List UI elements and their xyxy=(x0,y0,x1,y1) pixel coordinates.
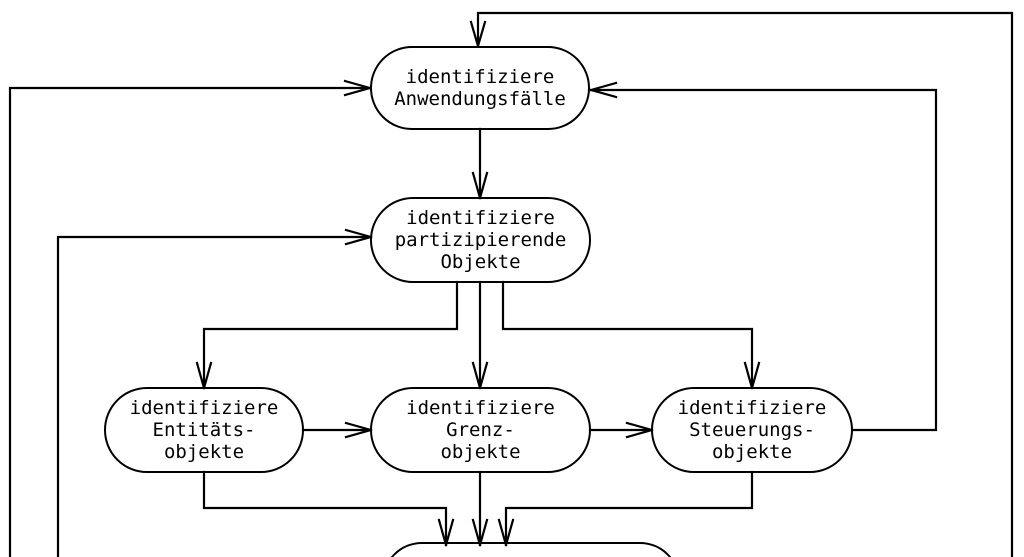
node-label-line: objekte xyxy=(163,441,245,463)
node-label-line: identifiziere xyxy=(406,207,555,229)
node-identify-entity-objects: identifiziere Entitäts- objekte xyxy=(104,387,304,473)
node-identify-boundary-objects: identifiziere Grenz- objekte xyxy=(370,387,591,473)
edge-control-to-bottom-node xyxy=(497,470,754,547)
node-label-line: identifiziere xyxy=(129,397,279,419)
node-label-line: Steuerungs- xyxy=(689,419,815,441)
edge-participating-to-control xyxy=(501,280,761,390)
edge-boundary-to-bottom-node xyxy=(471,470,489,547)
node-label-line: objekte xyxy=(440,441,521,463)
node-identify-use-cases: identifiziere Anwendungsfälle xyxy=(370,46,590,130)
node-label-line: Grenz- xyxy=(446,419,515,441)
edge-participating-to-boundary xyxy=(471,280,489,390)
edge-use-cases-to-participating xyxy=(471,127,489,200)
edge-control-to-use-cases xyxy=(589,81,938,432)
edge-entity-to-bottom-node xyxy=(202,470,455,547)
edge-participating-to-entity xyxy=(195,280,459,390)
node-label-line: identifiziere xyxy=(677,397,827,419)
edge-boundary-to-control xyxy=(588,421,654,439)
node-identify-control-objects: identifiziere Steuerungs- objekte xyxy=(651,387,853,473)
node-label-line: identifiziere xyxy=(405,66,555,88)
node-label-line: objekte xyxy=(711,441,793,463)
node-label-line: Objekte xyxy=(440,251,521,273)
edge-entity-to-boundary xyxy=(301,421,373,439)
node-label-line: Anwendungsfälle xyxy=(394,88,566,110)
node-bottom-partial xyxy=(382,542,680,557)
edge-loop-to-use-cases-left xyxy=(8,79,372,557)
node-label-line: partizipierende xyxy=(394,229,567,251)
node-label-line: Entitäts- xyxy=(152,419,256,441)
node-label-line: identifiziere xyxy=(406,397,555,419)
node-identify-participating-objects: identifiziere partizipierende Objekte xyxy=(370,197,591,283)
